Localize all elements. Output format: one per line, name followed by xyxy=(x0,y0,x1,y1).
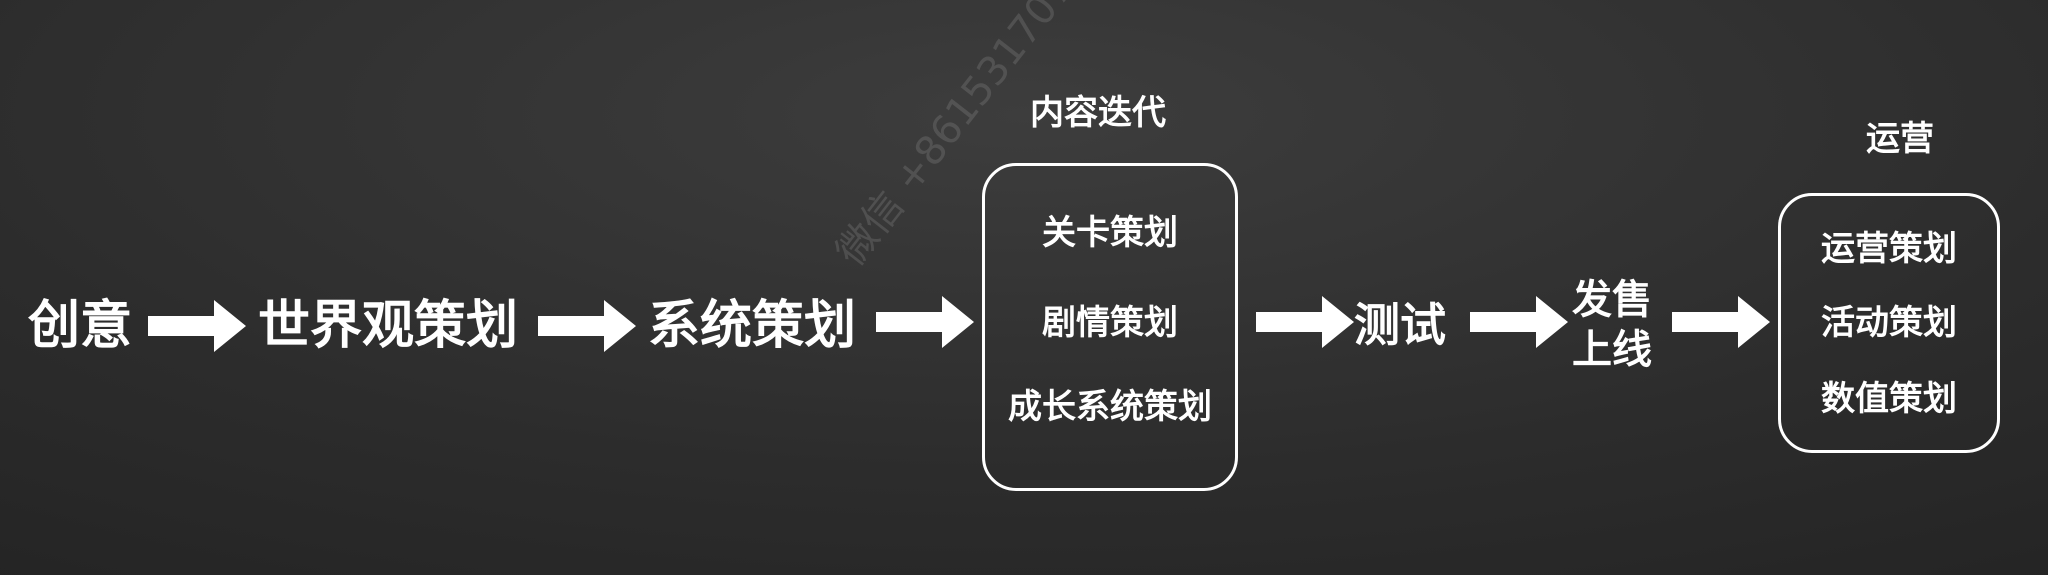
iteration-item: 剧情策划 xyxy=(1042,303,1178,343)
step-idea: 创意 xyxy=(28,296,133,356)
right-arrow-icon xyxy=(148,300,246,352)
iteration-title: 内容迭代 xyxy=(1030,93,1166,133)
right-arrow-icon xyxy=(1672,296,1770,348)
iteration-item: 关卡策划 xyxy=(1042,213,1178,253)
step-release-line1: 发售 xyxy=(1572,277,1652,323)
operations-title: 运营 xyxy=(1866,119,1934,159)
step-release-line2: 上线 xyxy=(1572,327,1652,373)
right-arrow-icon xyxy=(1470,296,1568,348)
iteration-box: 关卡策划 剧情策划 成长系统策划 xyxy=(982,163,1238,491)
operations-item: 数值策划 xyxy=(1821,379,1957,419)
right-arrow-icon xyxy=(1256,296,1354,348)
right-arrow-icon xyxy=(876,296,974,348)
operations-box: 运营策划 活动策划 数值策划 xyxy=(1778,193,2000,453)
iteration-item: 成长系统策划 xyxy=(1008,387,1212,427)
operations-item: 活动策划 xyxy=(1821,303,1957,343)
step-system-design: 系统策划 xyxy=(648,296,857,356)
operations-item: 运营策划 xyxy=(1821,229,1957,269)
right-arrow-icon xyxy=(538,300,636,352)
step-testing: 测试 xyxy=(1354,298,1446,352)
step-worldview-design: 世界观策划 xyxy=(258,296,519,356)
